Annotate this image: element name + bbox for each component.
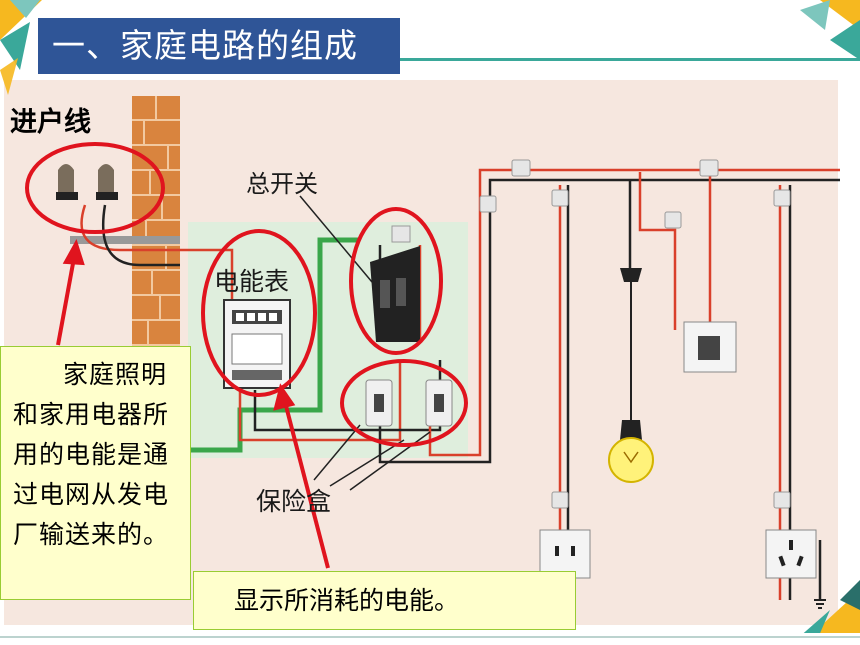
socket-three-pin (765, 529, 817, 579)
corner-decoration-top-right (800, 0, 860, 60)
highlight-meter (201, 229, 317, 397)
insulators (56, 164, 180, 244)
arrow-head-entry (62, 238, 85, 266)
arrow-to-meter (283, 401, 330, 569)
light-bulb (608, 268, 654, 483)
footer-rule (0, 636, 860, 638)
highlight-main-switch (349, 207, 443, 355)
ground-icon (814, 599, 826, 609)
note-left-textbox: 家庭照明和家用电器所用的电能是通过电网从发电厂输送来的。 (0, 346, 191, 600)
red-arrows (56, 238, 330, 569)
highlight-fuse-box (340, 359, 468, 447)
highlight-ellipses (25, 142, 468, 447)
green-wire (180, 237, 360, 453)
label-fuse-box: 保险盒 (256, 487, 332, 516)
label-leader-lines (299, 195, 431, 491)
main-switch (370, 225, 420, 342)
electric-meter (223, 299, 291, 389)
note-bottom-textbox: 显示所消耗的电能。 (193, 571, 576, 630)
title-underline (400, 58, 860, 61)
highlight-entry-line (25, 142, 165, 234)
label-meter: 电能表 (214, 267, 290, 296)
wire-clips (479, 159, 791, 509)
wall-switch (683, 321, 737, 373)
arrow-head-meter (273, 383, 296, 411)
socket-two-pin (539, 529, 591, 579)
label-entry-line: 进户线 (10, 107, 91, 138)
footer (0, 633, 860, 645)
arrow-to-entry-line (56, 257, 76, 346)
corner-decoration-top-left (0, 0, 42, 95)
fuse-boxes (365, 379, 453, 427)
label-main-switch: 总开关 (246, 170, 318, 198)
slide-title: 一、家庭电路的组成 (38, 18, 400, 74)
